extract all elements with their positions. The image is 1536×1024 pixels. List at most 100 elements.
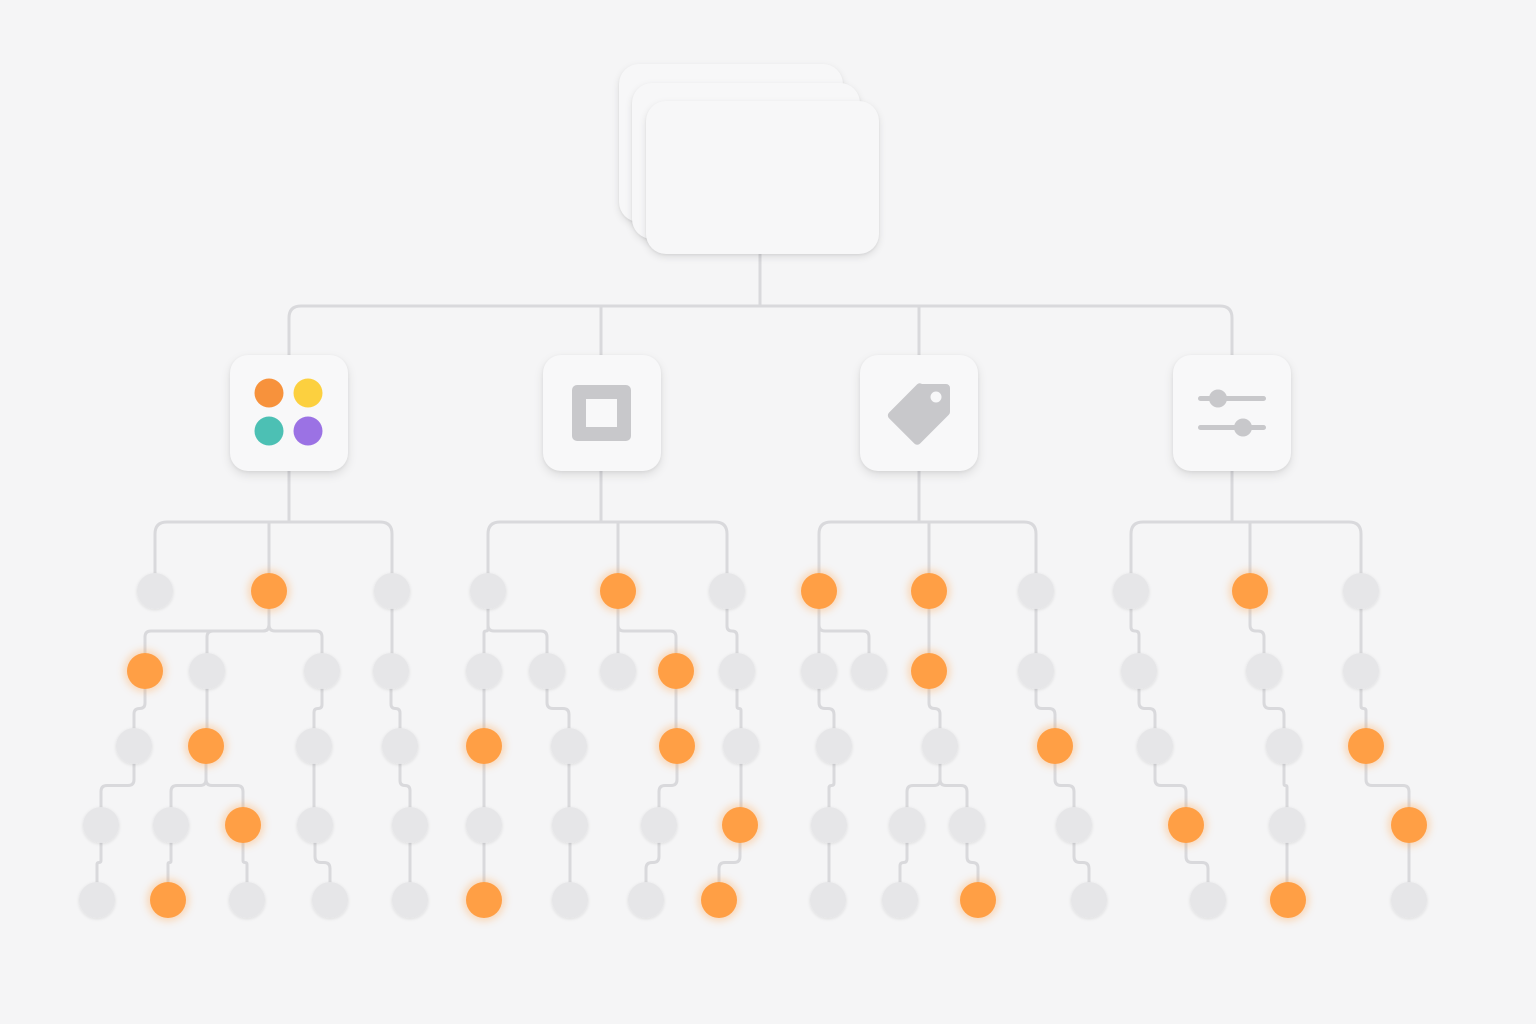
inactive-node[interactable] (552, 807, 588, 843)
active-node[interactable] (463, 879, 505, 921)
inactive-node[interactable] (628, 882, 664, 918)
level0-bracket (1129, 520, 1363, 575)
category-tile-apps[interactable] (230, 355, 348, 471)
category-tile-tag[interactable] (860, 355, 978, 471)
node-connector (616, 607, 678, 655)
inactive-node[interactable] (312, 882, 348, 918)
inactive-node[interactable] (949, 807, 985, 843)
node-connector (1153, 762, 1188, 809)
active-node[interactable] (656, 725, 698, 767)
active-node[interactable] (655, 650, 697, 692)
node-connector (898, 841, 909, 884)
inactive-node[interactable] (1056, 807, 1092, 843)
inactive-node[interactable] (810, 882, 846, 918)
node-connector (486, 607, 549, 655)
inactive-node[interactable] (551, 728, 587, 764)
node-connector (169, 762, 208, 809)
category-bus (287, 304, 1234, 357)
node-connector (241, 841, 249, 884)
inactive-node[interactable] (1343, 573, 1379, 609)
inactive-node[interactable] (816, 728, 852, 764)
active-node[interactable] (185, 725, 227, 767)
inactive-node[interactable] (116, 728, 152, 764)
inactive-node[interactable] (1137, 728, 1173, 764)
node-connector (1034, 687, 1057, 730)
node-connector (725, 607, 739, 655)
inactive-node[interactable] (1246, 653, 1282, 689)
active-node[interactable] (908, 570, 950, 612)
sliders-icon (1198, 389, 1266, 437)
inactive-node[interactable] (373, 653, 409, 689)
inactive-node[interactable] (811, 807, 847, 843)
node-connector (389, 687, 402, 730)
inactive-node[interactable] (1269, 807, 1305, 843)
inactive-node[interactable] (723, 728, 759, 764)
inactive-node[interactable] (851, 653, 887, 689)
node-connector (312, 687, 324, 730)
active-node[interactable] (1388, 804, 1430, 846)
inactive-node[interactable] (1343, 653, 1379, 689)
active-node[interactable] (1229, 570, 1271, 612)
node-connector (1129, 607, 1141, 655)
inactive-node[interactable] (1071, 882, 1107, 918)
node-connector (938, 762, 969, 809)
inactive-node[interactable] (552, 882, 588, 918)
inactive-node[interactable] (137, 573, 173, 609)
inactive-node[interactable] (297, 807, 333, 843)
active-node[interactable] (908, 650, 950, 692)
inactive-node[interactable] (719, 653, 755, 689)
category-tile-settings[interactable] (1173, 355, 1291, 471)
node-connector (166, 841, 173, 884)
inactive-node[interactable] (392, 882, 428, 918)
active-node[interactable] (719, 804, 761, 846)
active-node[interactable] (798, 570, 840, 612)
root-card-front[interactable] (646, 101, 879, 254)
inactive-node[interactable] (922, 728, 958, 764)
inactive-node[interactable] (641, 807, 677, 843)
inactive-node[interactable] (466, 653, 502, 689)
category-tile-square[interactable] (543, 355, 661, 471)
node-connector (1262, 687, 1286, 730)
active-node[interactable] (222, 804, 264, 846)
inactive-node[interactable] (296, 728, 332, 764)
node-connector (817, 687, 836, 730)
active-node[interactable] (463, 725, 505, 767)
active-node[interactable] (147, 879, 189, 921)
inactive-node[interactable] (709, 573, 745, 609)
inactive-node[interactable] (83, 807, 119, 843)
active-node[interactable] (124, 650, 166, 692)
inactive-node[interactable] (1018, 653, 1054, 689)
inactive-node[interactable] (529, 653, 565, 689)
node-connector (267, 607, 324, 655)
inactive-node[interactable] (392, 807, 428, 843)
active-node[interactable] (1345, 725, 1387, 767)
inactive-node[interactable] (1121, 653, 1157, 689)
active-node[interactable] (1165, 804, 1207, 846)
inactive-node[interactable] (470, 573, 506, 609)
inactive-node[interactable] (1113, 573, 1149, 609)
active-node[interactable] (597, 570, 639, 612)
inactive-node[interactable] (374, 573, 410, 609)
inactive-node[interactable] (1266, 728, 1302, 764)
inactive-node[interactable] (466, 807, 502, 843)
inactive-node[interactable] (1391, 882, 1427, 918)
inactive-node[interactable] (229, 882, 265, 918)
node-connector (1137, 687, 1157, 730)
inactive-node[interactable] (600, 653, 636, 689)
node-connector (132, 687, 147, 730)
inactive-node[interactable] (79, 882, 115, 918)
inactive-node[interactable] (304, 653, 340, 689)
active-node[interactable] (1034, 725, 1076, 767)
inactive-node[interactable] (801, 653, 837, 689)
active-node[interactable] (1267, 879, 1309, 921)
inactive-node[interactable] (382, 728, 418, 764)
inactive-node[interactable] (889, 807, 925, 843)
inactive-node[interactable] (189, 653, 225, 689)
inactive-node[interactable] (153, 807, 189, 843)
inactive-node[interactable] (1018, 573, 1054, 609)
active-node[interactable] (957, 879, 999, 921)
inactive-node[interactable] (882, 882, 918, 918)
inactive-node[interactable] (1190, 882, 1226, 918)
active-node[interactable] (248, 570, 290, 612)
active-node[interactable] (698, 879, 740, 921)
